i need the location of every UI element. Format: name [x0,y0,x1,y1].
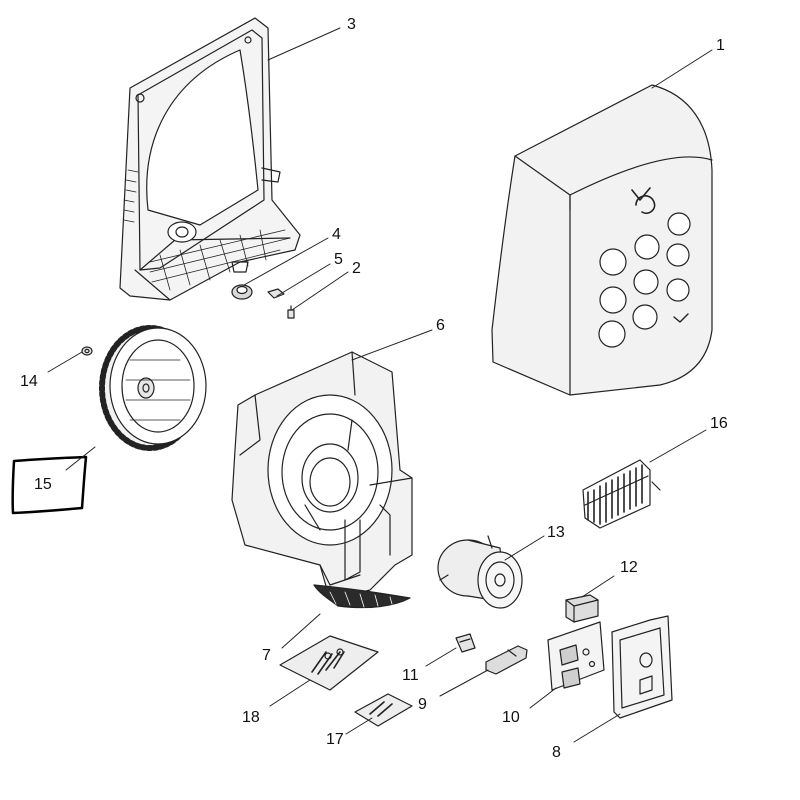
part-11-connector [455,633,476,653]
part-7-gasket [313,584,411,609]
part-18-fastener-bag [279,635,379,691]
callout-14: 14 [20,373,38,390]
part-14-nut [81,346,93,356]
highlight-box [11,455,88,515]
callout-13: 13 [547,524,565,541]
part-4-knob [231,284,253,300]
callout-1: 1 [716,37,725,54]
callout-4: 4 [332,226,341,243]
part-5-clip [267,288,285,299]
part-8-cover-plate [611,615,673,719]
callout-12: 12 [620,559,638,576]
callout-5: 5 [334,251,343,268]
callout-11: 11 [402,667,419,684]
part-2-screw [287,305,295,319]
callout-8: 8 [552,744,561,761]
part-3-back-frame [119,17,301,301]
callout-18: 18 [242,709,260,726]
part-9-switch [485,645,528,675]
part-15-impeller [99,325,207,451]
part-17-screw-bag [354,693,413,727]
part-6-scroll-housing [231,351,413,601]
callout-15: 15 [34,476,52,493]
callout-6: 6 [436,317,445,334]
callout-17: 17 [326,731,344,748]
part-10-pcb [547,621,605,691]
callout-16: 16 [710,415,728,432]
part-1-front-cover [491,84,713,396]
callout-10: 10 [502,709,520,726]
callout-2: 2 [352,260,361,277]
callout-9: 9 [418,696,427,713]
part-16-heater [582,459,661,529]
leader-lines [47,27,713,743]
callout-7: 7 [262,647,271,664]
callout-3: 3 [347,16,356,33]
part-12-capacitor [565,594,599,623]
part-13-motor [437,535,523,609]
